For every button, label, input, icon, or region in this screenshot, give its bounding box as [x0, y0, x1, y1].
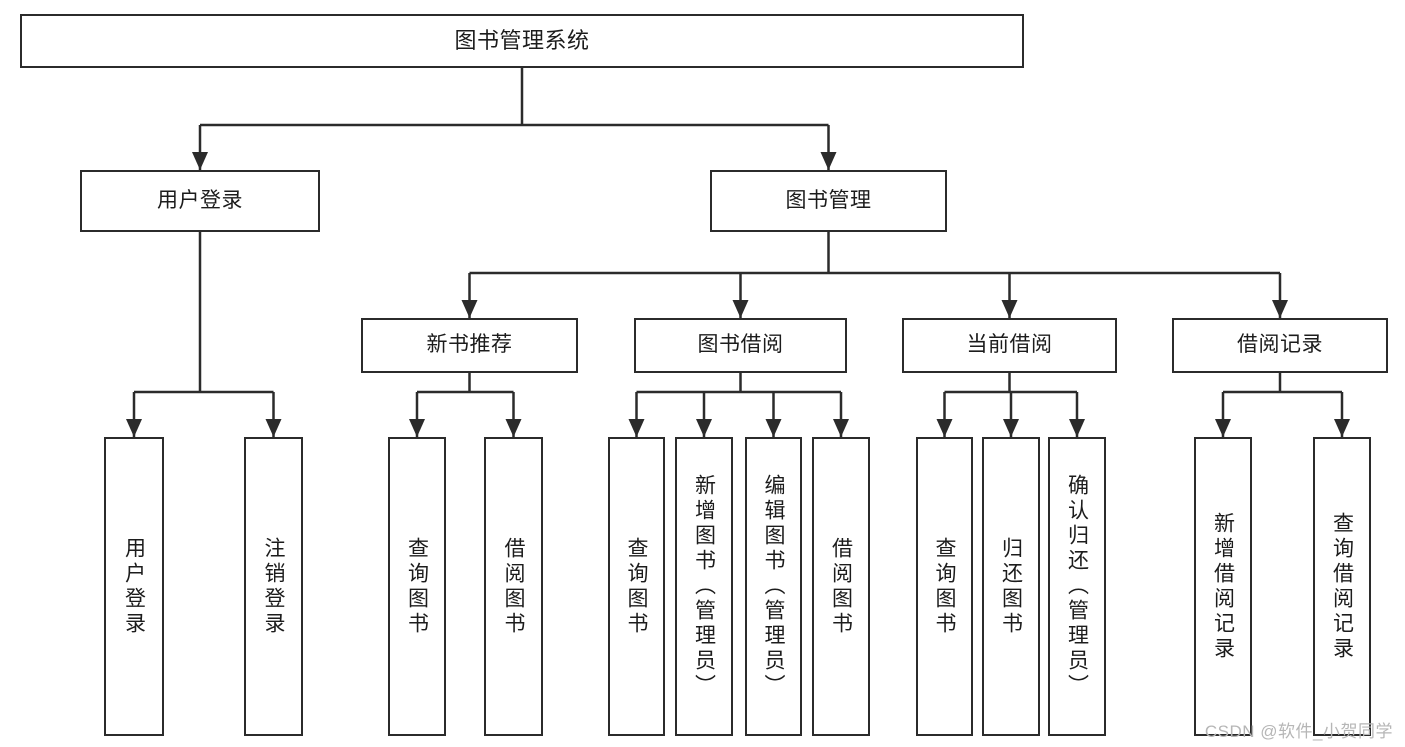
- arrowhead-icon: [461, 300, 478, 318]
- arrowhead-icon: [1069, 419, 1085, 437]
- node-label: 图书管理: [785, 188, 872, 212]
- node-label: 新增图书（管理员）: [692, 474, 716, 699]
- arrowhead-icon: [820, 152, 837, 170]
- watermark: CSDN @软件_小贺同学: [1204, 722, 1393, 741]
- node-borrowbook2[interactable]: 借阅图书: [812, 437, 870, 736]
- node-querybook2[interactable]: 查询图书: [608, 437, 665, 736]
- node-confirm[interactable]: 确认归还（管理员）: [1048, 437, 1106, 736]
- node-userlogin[interactable]: 用户登录: [104, 437, 164, 736]
- node-records[interactable]: 借阅记录: [1172, 318, 1388, 373]
- node-label: 查询图书: [625, 536, 648, 637]
- arrowhead-icon: [936, 419, 953, 437]
- arrowhead-icon: [1272, 300, 1288, 318]
- node-editbook[interactable]: 编辑图书（管理员）: [745, 437, 802, 736]
- node-label: 查询图书: [933, 536, 956, 637]
- arrowhead-icon: [505, 419, 522, 437]
- node-querybook1[interactable]: 查询图书: [388, 437, 446, 736]
- node-label: 编辑图书（管理员）: [762, 474, 785, 699]
- node-label: 查询借阅记录: [1330, 511, 1354, 662]
- node-addrecord[interactable]: 新增借阅记录: [1194, 437, 1252, 736]
- arrowhead-icon: [265, 419, 282, 437]
- arrowhead-icon: [126, 419, 142, 437]
- node-login[interactable]: 用户登录: [80, 170, 320, 232]
- node-label: 用户登录: [157, 188, 243, 212]
- arrowhead-icon: [1334, 419, 1350, 437]
- node-returnbook[interactable]: 归还图书: [982, 437, 1040, 736]
- node-borrow[interactable]: 图书借阅: [634, 318, 847, 373]
- node-label: 当前借阅: [966, 333, 1053, 357]
- node-addbook[interactable]: 新增图书（管理员）: [675, 437, 733, 736]
- node-current[interactable]: 当前借阅: [902, 318, 1117, 373]
- arrowhead-icon: [732, 300, 749, 318]
- node-label: 借阅图书: [502, 536, 525, 637]
- node-label: 查询图书: [405, 536, 429, 637]
- arrowhead-icon: [1215, 419, 1231, 437]
- node-root[interactable]: 图书管理系统: [20, 14, 1024, 68]
- node-label: 图书管理系统: [454, 28, 590, 54]
- arrowhead-icon: [765, 419, 782, 437]
- node-label: 用户登录: [122, 536, 146, 637]
- arrowhead-icon: [696, 419, 712, 437]
- arrowhead-icon: [1001, 300, 1018, 318]
- node-querybook3[interactable]: 查询图书: [916, 437, 973, 736]
- arrowhead-icon: [628, 419, 645, 437]
- node-label: 确认归还（管理员）: [1065, 474, 1089, 699]
- arrowhead-icon: [1003, 419, 1019, 437]
- node-label: 借阅记录: [1237, 333, 1323, 357]
- arrowhead-icon: [833, 419, 849, 437]
- arrowhead-icon: [192, 152, 208, 170]
- node-label: 图书借阅: [697, 333, 784, 357]
- node-label: 新书推荐: [426, 333, 513, 357]
- node-label: 新增借阅记录: [1211, 511, 1235, 662]
- node-bookmgmt[interactable]: 图书管理: [710, 170, 947, 232]
- node-logout[interactable]: 注销登录: [244, 437, 303, 736]
- arrowhead-icon: [409, 419, 425, 437]
- node-newbook[interactable]: 新书推荐: [361, 318, 578, 373]
- node-label: 借阅图书: [829, 536, 853, 637]
- node-queryrecord[interactable]: 查询借阅记录: [1313, 437, 1371, 736]
- node-label: 注销登录: [262, 536, 285, 637]
- node-label: 归还图书: [999, 536, 1023, 637]
- node-borrowbook1[interactable]: 借阅图书: [484, 437, 543, 736]
